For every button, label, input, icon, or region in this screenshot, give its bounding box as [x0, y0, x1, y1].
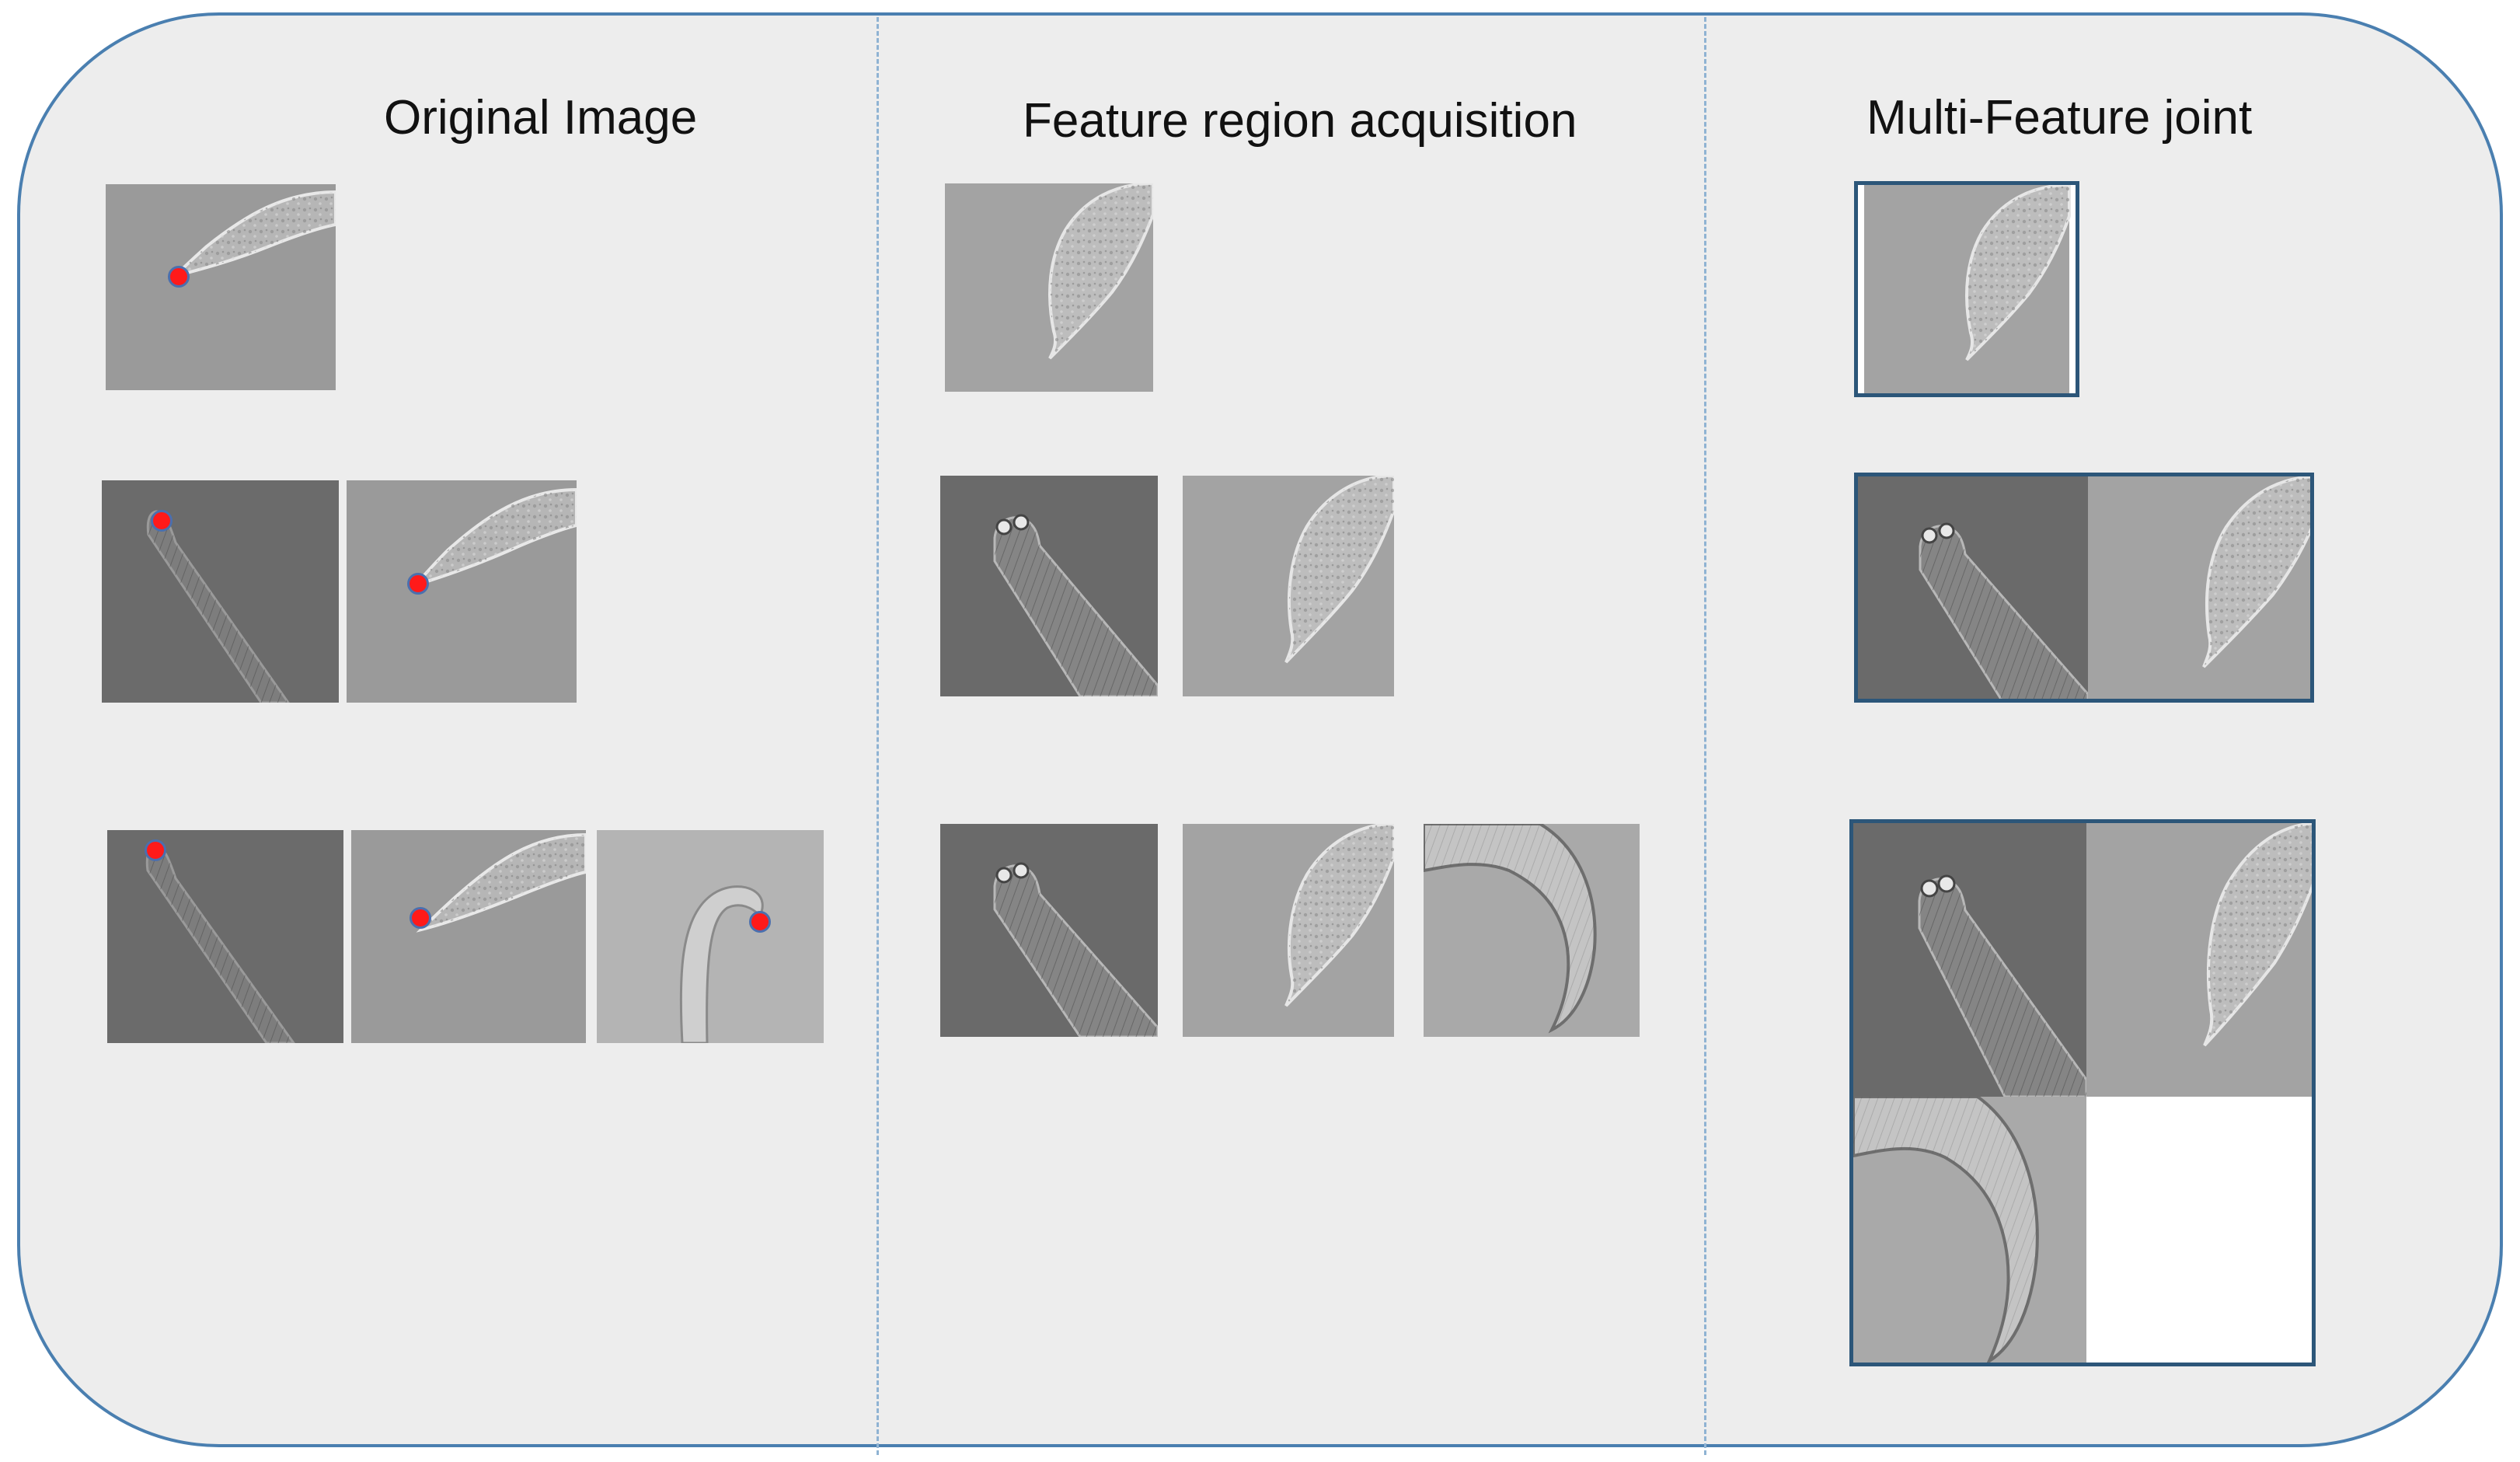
landmark-marker [749, 911, 771, 933]
joint-image-1 [1854, 181, 2079, 397]
joint-cell-tail [2088, 476, 2310, 699]
column-divider-1 [877, 17, 879, 1455]
column-divider-2 [1704, 17, 1706, 1455]
column-title-original-image: Original Image [384, 91, 698, 145]
landmark-marker [407, 573, 429, 595]
landmark-marker [145, 839, 166, 861]
joint-cell-head [1858, 476, 2088, 699]
feature-spicule-crop-row3 [1424, 824, 1640, 1037]
feature-tail-crop-row1 [945, 183, 1153, 392]
original-tail-image-row3 [351, 830, 586, 1043]
column-title-feature-region-acquisition: Feature region acquisition [1023, 94, 1577, 148]
landmark-marker [410, 907, 431, 929]
original-head-image-row2 [102, 480, 339, 703]
joint-cell-tail [2086, 823, 2312, 1097]
landmark-marker [168, 266, 190, 288]
feature-tail-crop-row3 [1183, 824, 1394, 1037]
original-head-image-row3 [107, 830, 343, 1043]
joint-image-3 [1849, 819, 2316, 1366]
joint-cell-empty [2086, 1097, 2312, 1363]
landmark-marker [151, 510, 173, 532]
joint-cell-spicule [1853, 1097, 2086, 1363]
original-tail-image-row2 [347, 480, 577, 703]
feature-head-crop-row2 [940, 476, 1158, 696]
original-tail-image-row1 [106, 184, 336, 390]
column-title-multi-feature-joint: Multi-Feature joint [1866, 91, 2253, 145]
feature-tail-crop-row2 [1183, 476, 1394, 696]
feature-head-crop-row3 [940, 824, 1158, 1037]
joint-cell-head [1853, 823, 2086, 1097]
joint-image-2 [1854, 473, 2314, 703]
original-curved-body-image-row3 [597, 830, 824, 1043]
joint-cell-tail [1858, 185, 2076, 393]
